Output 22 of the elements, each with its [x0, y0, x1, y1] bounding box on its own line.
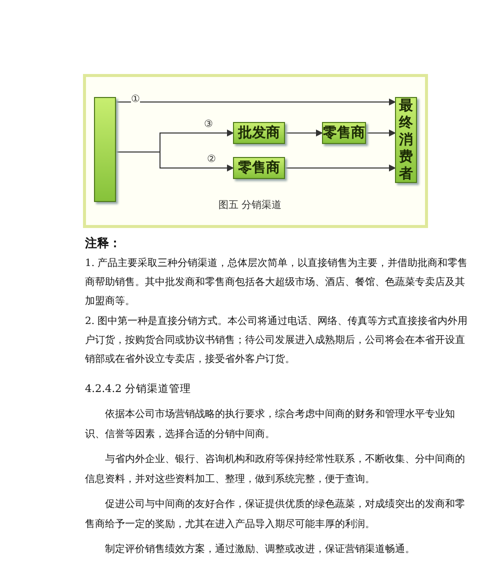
arrow: [116, 98, 396, 106]
process-box: [94, 97, 116, 202]
process-box: 最终消费者: [395, 97, 417, 183]
arrow: [284, 164, 396, 172]
heading: 注释：: [85, 235, 122, 252]
arrow: [366, 130, 396, 136]
body-paragraph: 与省内外企业、银行、咨询机构和政府等保持经常性联系，不断收集、分中间商的信息资料，并对这些资料加工、整理，做到系统完整，便于查询。: [85, 452, 466, 487]
figure-caption: 图五 分销渠道: [217, 198, 283, 212]
note-paragraph: 2. 图中第一种是直接分销方式。本公司将通过电话、网络、传真等方式直接接省内外用户订货，按购货合同或协议书销售；待公司发展进入成熟期后，公司将会在本省开设直销部或在省外设立专卖店，接受省外客户订货。: [85, 314, 469, 367]
body-paragraph: 制定评价销售绩效方案，通过激励、调整或改进，保证营销渠道畅通。: [104, 542, 416, 557]
body-paragraph: 依据本公司市场营销战略的执行要求，综合考虑中间商的财务和管理水平专业知识、信誉等因素，选择合适的分销中间商。: [85, 408, 456, 442]
note-paragraph: 1. 产品主要采取三种分销渠道，总体层次简单，以直接销售为主要，并借助批商和零售商帮助销售。其中批发商和零售商包括各大超级市场、酒店、餐馆、色蔬菜专卖店及其加盟商等。: [85, 256, 469, 309]
section-heading: 4.2.4.2 分销渠道管理: [85, 382, 192, 397]
process-box: 批发商: [233, 122, 285, 144]
process-box: 零售商: [322, 122, 366, 144]
edge-label: ②: [207, 154, 216, 165]
edge-label: ③: [204, 119, 213, 130]
process-box: 零售商: [233, 157, 285, 179]
arrow: [284, 130, 323, 136]
edge-label: ①: [131, 94, 140, 105]
body-paragraph: 促进公司与中间商的友好合作，保证提供优质的绿色蔬菜，对成绩突出的发商和零售商给予一定的奖励，尤其在进入产品导入期尽可能丰厚的利润。: [85, 498, 466, 532]
arrow: [116, 152, 234, 172]
